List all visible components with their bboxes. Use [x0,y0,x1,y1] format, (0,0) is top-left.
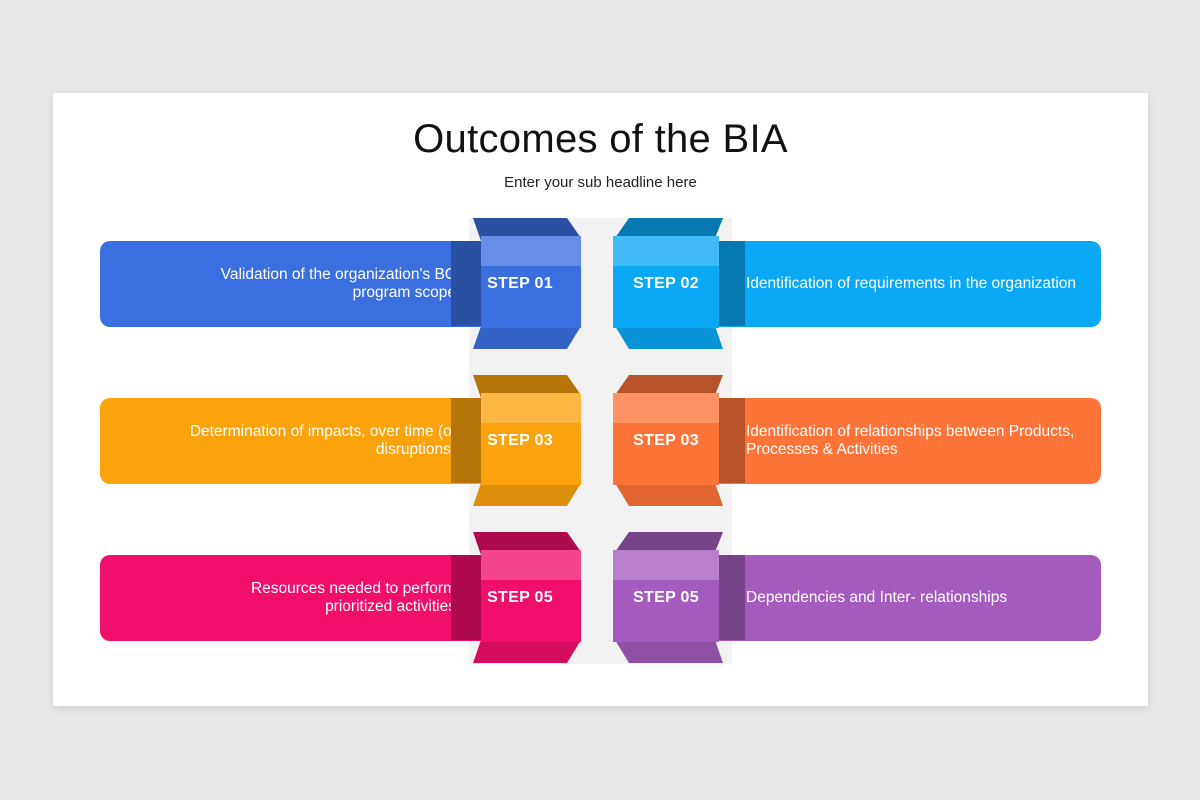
tab-side-fold [715,398,745,483]
tab-side-fold [715,241,745,326]
step-tab-shape [613,218,745,349]
tab-face-highlight [481,393,581,423]
slide-title: Outcomes of the BIA [413,117,788,161]
tab-top-fold [615,218,723,238]
step-tab-shape [613,532,745,663]
step-tab-shape [451,218,581,349]
step-tab: STEP 05 [451,532,583,663]
tab-top-fold [473,218,581,241]
tab-face-highlight [481,550,581,580]
tab-bottom-fold [473,326,581,349]
tab-side-fold [451,555,481,640]
step-tab-shape [613,375,745,506]
slide: Outcomes of the BIA Enter your sub headl… [53,93,1148,706]
tab-bottom-fold [615,326,723,349]
tab-top-fold [473,532,581,555]
step-label: STEP 05 [487,588,553,606]
tab-top-fold [615,375,723,395]
tab-face-highlight [481,236,581,266]
step-description: Dependencies and Inter- relationships [746,589,1008,606]
step-tab: STEP 02 [613,218,745,349]
step-description: Resources needed to perform prioritized … [250,580,456,615]
step-description: Identification of requirements in the or… [746,275,1077,292]
tab-bottom-fold [615,483,723,506]
step-label: STEP 03 [633,431,699,449]
slide-subtitle: Enter your sub headline here [504,174,697,191]
step-description: Validation of the organization's BC prog… [220,266,456,301]
step-tab-shape [451,532,581,663]
step-description: Identification of relationships between … [746,423,1075,458]
tab-top-fold [615,532,723,552]
tab-bottom-fold [615,640,723,663]
step-label: STEP 02 [633,274,699,292]
tab-side-fold [451,241,481,326]
step-tab: STEP 03 [451,375,583,506]
step-label: STEP 01 [487,274,553,292]
tab-face-highlight [613,236,719,266]
tab-side-fold [715,555,745,640]
tab-bottom-fold [473,640,581,663]
step-tab-shape [451,375,581,506]
tab-side-fold [451,398,481,483]
step-label: STEP 05 [633,588,699,606]
step-description: Determination of impacts, over time (of … [189,423,456,458]
tab-top-fold [473,375,581,398]
step-tab: STEP 03 [613,375,745,506]
step-tab: STEP 05 [613,532,745,663]
tab-face-highlight [613,550,719,580]
step-label: STEP 03 [487,431,553,449]
tab-face-highlight [613,393,719,423]
tab-bottom-fold [473,483,581,506]
step-tab: STEP 01 [451,218,583,349]
